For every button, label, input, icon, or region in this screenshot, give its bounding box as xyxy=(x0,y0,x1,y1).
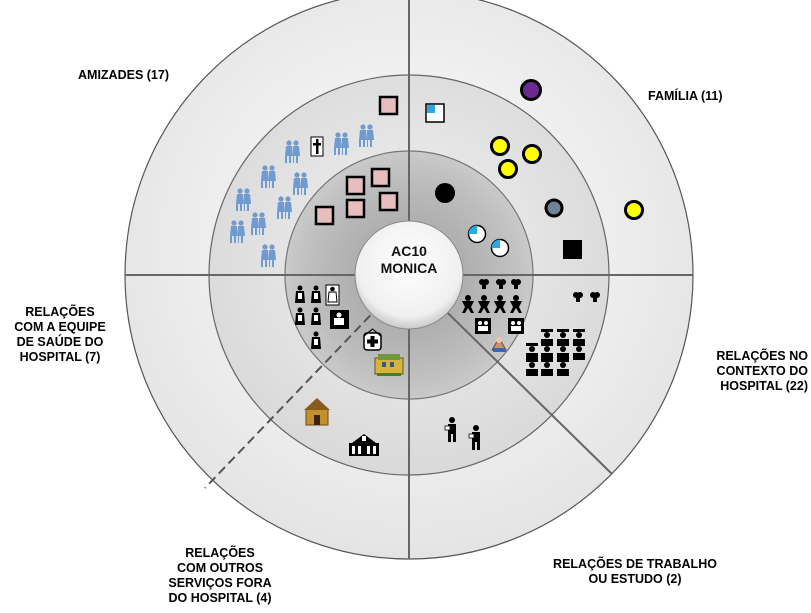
doctor-figure-icon xyxy=(325,284,340,306)
people-group-icon xyxy=(475,318,491,334)
female-symbols xyxy=(314,95,399,226)
center-label-line2: MONICA xyxy=(380,260,438,276)
family-circle-yellow xyxy=(624,200,644,220)
mother-child-icon xyxy=(491,337,507,352)
female-square xyxy=(314,205,335,226)
medical-kit-icon xyxy=(363,328,382,351)
cross-icon xyxy=(310,136,324,157)
sector-label-contexto: RELAÇÕES NO CONTEXTO DO HOSPITAL (22) xyxy=(716,349,808,393)
female-square xyxy=(345,175,366,196)
worker-figure-icon xyxy=(468,425,480,450)
family-circle-yellow xyxy=(498,159,518,179)
work-figures xyxy=(444,417,480,450)
doctor-patient-icon xyxy=(330,310,349,329)
colorful-building-icon xyxy=(374,354,404,376)
health-team-figures xyxy=(295,284,349,349)
female-square xyxy=(370,167,391,188)
church-icon xyxy=(304,398,330,426)
female-square xyxy=(345,198,366,219)
sector-label-trabalho: RELAÇÕES DE TRABALHO OU ESTUDO (2) xyxy=(553,557,717,586)
people-group-icon xyxy=(508,318,524,334)
sector-label-servicos: RELAÇÕES COM OUTROS SERVIÇOS FORA DO HOS… xyxy=(168,546,272,605)
building-icon xyxy=(349,434,379,456)
family-circle-yellow xyxy=(490,136,510,156)
center-label: AC10 MONICA xyxy=(356,243,462,303)
center-label-line1: AC10 xyxy=(391,243,427,259)
family-circle-yellow xyxy=(522,144,542,164)
worker-figure-icon xyxy=(444,417,456,442)
center-node xyxy=(354,220,464,330)
family-circle-purple xyxy=(520,79,542,101)
sector-label-equipe: RELAÇÕES COM A EQUIPE DE SAÚDE DO HOSPIT… xyxy=(14,305,106,364)
sector-label-amizades: AMIZADES (17) xyxy=(78,68,169,82)
family-symbols xyxy=(425,79,644,259)
family-circle-black xyxy=(435,183,455,203)
hospital-context-figures xyxy=(462,279,600,376)
sector-label-familia: FAMÍLIA (11) xyxy=(648,89,723,103)
family-circle-gray xyxy=(544,198,564,218)
services-buildings xyxy=(304,398,379,456)
family-square-black xyxy=(563,240,582,259)
female-square xyxy=(378,191,399,212)
female-square xyxy=(378,95,399,116)
